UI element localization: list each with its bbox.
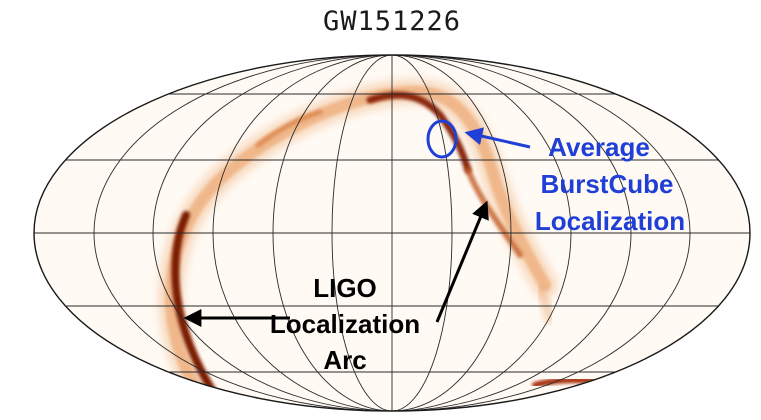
graticule — [34, 55, 750, 411]
ligo-annotation-line: Localization — [270, 309, 420, 339]
burstcube-arrow — [464, 127, 531, 149]
ligo-annotation-line: Arc — [323, 345, 366, 375]
ligo-annotation-line: LIGO — [313, 273, 377, 303]
burstcube-annotation-line: BurstCube — [541, 169, 674, 199]
burstcube-annotation-line: Average — [548, 132, 650, 162]
ligo-arrow-right — [435, 200, 489, 323]
map-border — [33, 54, 751, 412]
burstcube-localization-ring — [426, 119, 458, 159]
ligo-probability-map — [157, 78, 613, 411]
burstcube-annotation-line: Localization — [535, 206, 685, 236]
burstcube-annotation: Average BurstCube Localization — [535, 132, 685, 236]
ligo-annotation: LIGO Localization Arc — [270, 273, 420, 375]
figure-title: GW151226 — [323, 6, 461, 37]
